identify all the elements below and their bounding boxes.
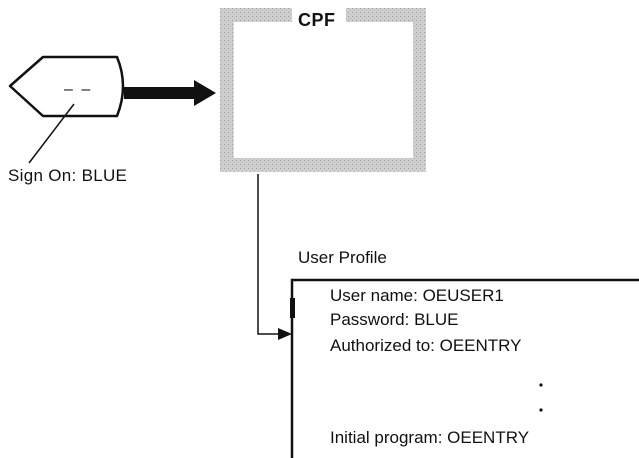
sign-on-label: Sign On: BLUE [8,166,128,185]
password-field: Password: BLUE [330,310,459,329]
cpf-to-profile-connector [257,174,280,335]
continuation-dot-2 [539,408,543,412]
cpf-title: CPF [298,10,336,30]
user-profile-title: User Profile [298,248,387,267]
sign-on-leader-line [28,103,75,164]
user-profile-box [290,278,639,458]
user-profile-box-tab [290,298,295,318]
user-name-field: User name: OEUSER1 [330,286,504,305]
cpf-title-backdrop [292,8,346,30]
initial-program-field: Initial program: OEENTRY [330,428,530,447]
cpf-frame [220,8,426,172]
terminal-to-cpf-arrow-head [194,80,216,106]
sign-on-dashes: – – [64,81,93,98]
cpf-to-profile-arrow-head [278,328,292,340]
authorized-to-field: Authorized to: OEENTRY [330,336,522,355]
display-terminal-shape [8,55,125,118]
continuation-dot-1 [539,383,543,387]
terminal-to-cpf-arrow-shaft [124,87,196,99]
